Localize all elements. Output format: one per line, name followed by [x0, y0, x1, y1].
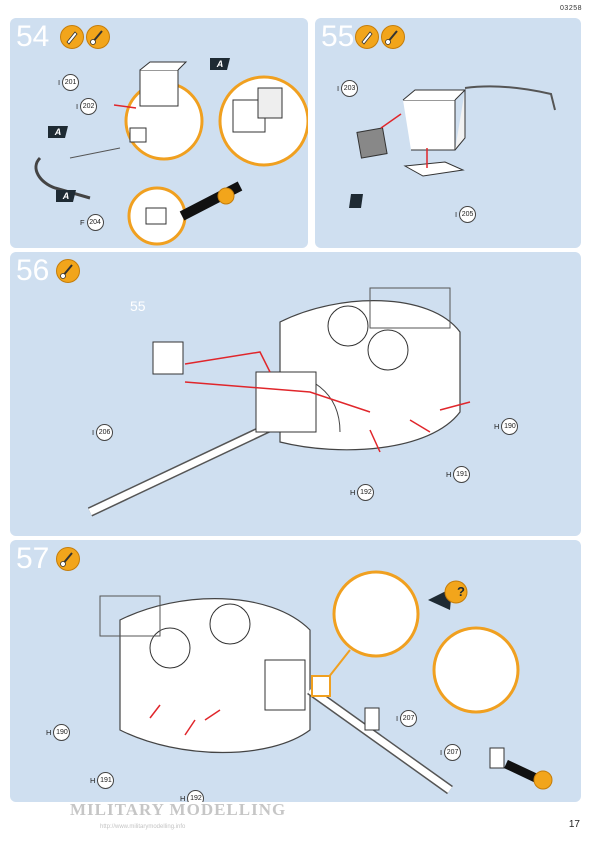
glue-tube-icon	[60, 25, 84, 49]
step-number: 54	[16, 20, 50, 53]
flag-a: A	[48, 126, 68, 138]
step-55-drawing	[349, 85, 556, 208]
hint-symbol: ?	[457, 584, 465, 599]
page-number: 17	[568, 819, 580, 830]
step-number: 55	[321, 20, 355, 53]
glue-tube-icon	[355, 25, 379, 49]
paint-brush-icon	[56, 547, 80, 571]
step-56-drawing	[87, 287, 471, 517]
step-number: 57	[16, 542, 50, 575]
paint-brush-icon	[56, 259, 80, 283]
instruction-code: 03258	[560, 5, 582, 12]
paint-brush-icon	[86, 25, 110, 49]
watermark: MILITARY MODELLING	[70, 800, 287, 819]
step-57-drawing	[99, 570, 553, 795]
flag-a: A	[56, 190, 76, 202]
watermark-url: http://www.militarymodelling.info	[100, 824, 186, 830]
step-number: 56	[16, 254, 50, 287]
flag-a: A	[210, 58, 230, 70]
paint-brush-icon	[381, 25, 405, 49]
sub-assembly-ref: 55	[130, 298, 146, 314]
step-54-drawing	[34, 61, 308, 246]
